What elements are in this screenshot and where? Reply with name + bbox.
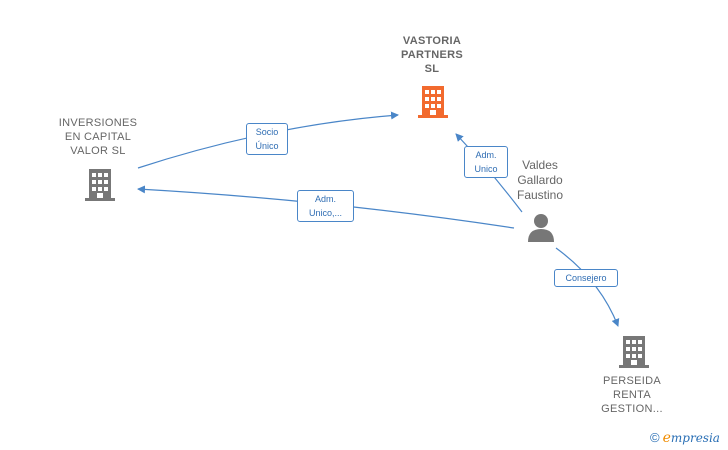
node-label-perseida[interactable]: PERSEIDA RENTA GESTION... xyxy=(582,374,682,416)
node-label-line: VASTORIA xyxy=(402,35,462,47)
building-icon[interactable] xyxy=(84,168,116,202)
edge-label-adm-unico[interactable]: Adm. Unico xyxy=(464,146,508,178)
node-label-line: Gallardo xyxy=(517,173,563,187)
node-label-line: Valdes xyxy=(522,158,558,172)
node-label-line: Faustino xyxy=(516,188,564,202)
node-label-line: PARTNERS xyxy=(400,49,464,61)
edge-label-consejero[interactable]: Consejero xyxy=(554,269,618,287)
edge-label-line: Unico xyxy=(474,164,498,174)
node-label-valdes[interactable]: Valdes Gallardo Faustino xyxy=(500,158,580,203)
node-label-line: GESTION... xyxy=(601,403,663,415)
empresia-watermark: ©empresia xyxy=(650,430,720,446)
edge-label-line: Socio xyxy=(255,127,279,137)
edge-label-adm-unico-etc[interactable]: Adm. Unico,... xyxy=(297,190,354,222)
edge-label-line: Adm. xyxy=(314,194,336,204)
node-label-line: RENTA xyxy=(613,389,651,401)
brand-logo-text: mpresia xyxy=(670,431,720,445)
building-icon[interactable] xyxy=(417,85,449,119)
edge-label-socio-unico[interactable]: Socio Único xyxy=(246,123,288,155)
node-label-line: INVERSIONES xyxy=(58,117,138,129)
node-label-line: PERSEIDA xyxy=(602,375,662,387)
node-label-line: VALOR SL xyxy=(70,145,126,157)
building-icon[interactable] xyxy=(618,335,650,369)
copyright-icon: © xyxy=(650,430,660,445)
brand-logo-e: e xyxy=(662,430,671,446)
node-label-line: EN CAPITAL xyxy=(64,131,132,143)
edge-label-line: Adm. xyxy=(475,150,497,160)
person-icon[interactable] xyxy=(526,212,556,244)
edge-label-line: Consejero xyxy=(565,273,607,283)
brand-logo: empresia xyxy=(662,430,720,446)
node-label-inversiones[interactable]: INVERSIONES EN CAPITAL VALOR SL xyxy=(48,116,148,158)
edge-label-line: Único xyxy=(255,141,279,151)
edge-label-line: Unico,... xyxy=(308,208,342,218)
edge-valdes-to-perseida xyxy=(555,247,620,327)
node-label-vastoria[interactable]: VASTORIA PARTNERS SL xyxy=(382,34,482,76)
node-label-line: SL xyxy=(424,63,440,75)
